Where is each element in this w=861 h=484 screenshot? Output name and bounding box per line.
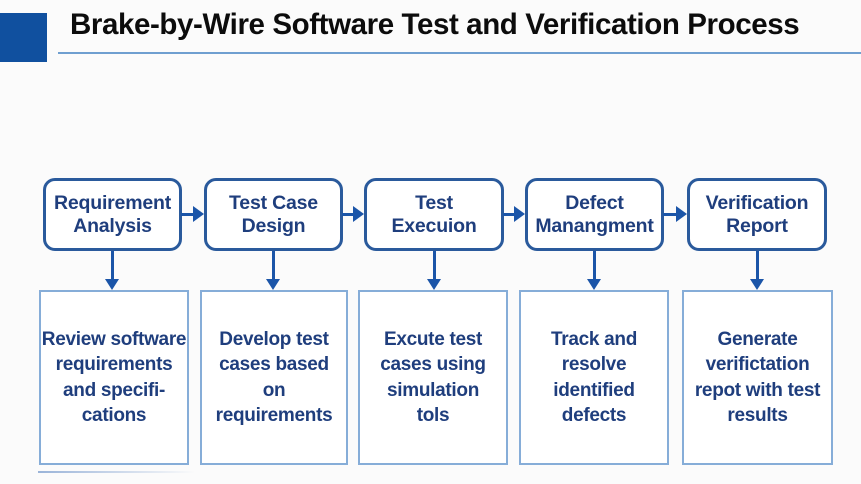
stage-box-defect-management: Defect Manangment xyxy=(525,178,664,251)
arrow-head xyxy=(749,279,764,290)
stage-label: Defect Manangment xyxy=(535,191,654,237)
arrow-stem xyxy=(755,251,759,279)
stage-label: Verification Report xyxy=(705,191,809,237)
title-underline xyxy=(58,52,861,54)
stage-label: Requirement Analysis xyxy=(54,191,171,237)
arrow-stem xyxy=(342,213,353,216)
detail-text: Generate verifictation repot with test r… xyxy=(694,328,821,427)
detail-text: Track and resolve identified defects xyxy=(550,328,637,427)
arrow-stem xyxy=(663,213,676,216)
arrow-head xyxy=(426,279,441,290)
arrow-stem xyxy=(181,213,193,216)
page-title: Brake-by-Wire Software Test and Verifica… xyxy=(70,8,800,41)
detail-box-defect-management: Track and resolve identified defects xyxy=(519,290,669,465)
arrow-head xyxy=(676,206,687,222)
stage-box-test-execution: Test Execuion xyxy=(364,178,504,251)
arrow-head xyxy=(104,279,119,290)
arrow-stem xyxy=(592,251,596,279)
arrow-head xyxy=(353,206,364,222)
detail-box-test-case-design: Develop test cases based on requirements xyxy=(200,290,348,465)
stage-label: Test Case Design xyxy=(229,191,318,237)
arrow-head xyxy=(586,279,601,290)
arrow-stem xyxy=(432,251,436,279)
stage-box-test-case-design: Test Case Design xyxy=(204,178,343,251)
detail-text: Excute test cases using simulation tols xyxy=(380,328,486,427)
detail-text: Develop test cases based on requirements xyxy=(215,328,333,427)
detail-box-verification-report: Generate verifictation repot with test r… xyxy=(682,290,833,465)
detail-text: Review software requirements and specifi… xyxy=(41,328,187,427)
arrow-stem xyxy=(271,251,275,279)
stage-label: Test Execuion xyxy=(391,191,477,237)
detail-box-test-execution: Excute test cases using simulation tols xyxy=(358,290,508,465)
arrow-head xyxy=(514,206,525,222)
arrow-head xyxy=(193,206,204,222)
stage-box-requirement-analysis: Requirement Analysis xyxy=(43,178,182,251)
faint-artifact-line xyxy=(38,471,195,473)
stage-box-verification-report: Verification Report xyxy=(687,178,827,251)
arrow-stem xyxy=(110,251,114,279)
arrow-stem xyxy=(503,213,514,216)
detail-box-requirement-analysis: Review software requirements and specifi… xyxy=(39,290,189,465)
arrow-head xyxy=(265,279,280,290)
accent-square xyxy=(0,13,47,62)
